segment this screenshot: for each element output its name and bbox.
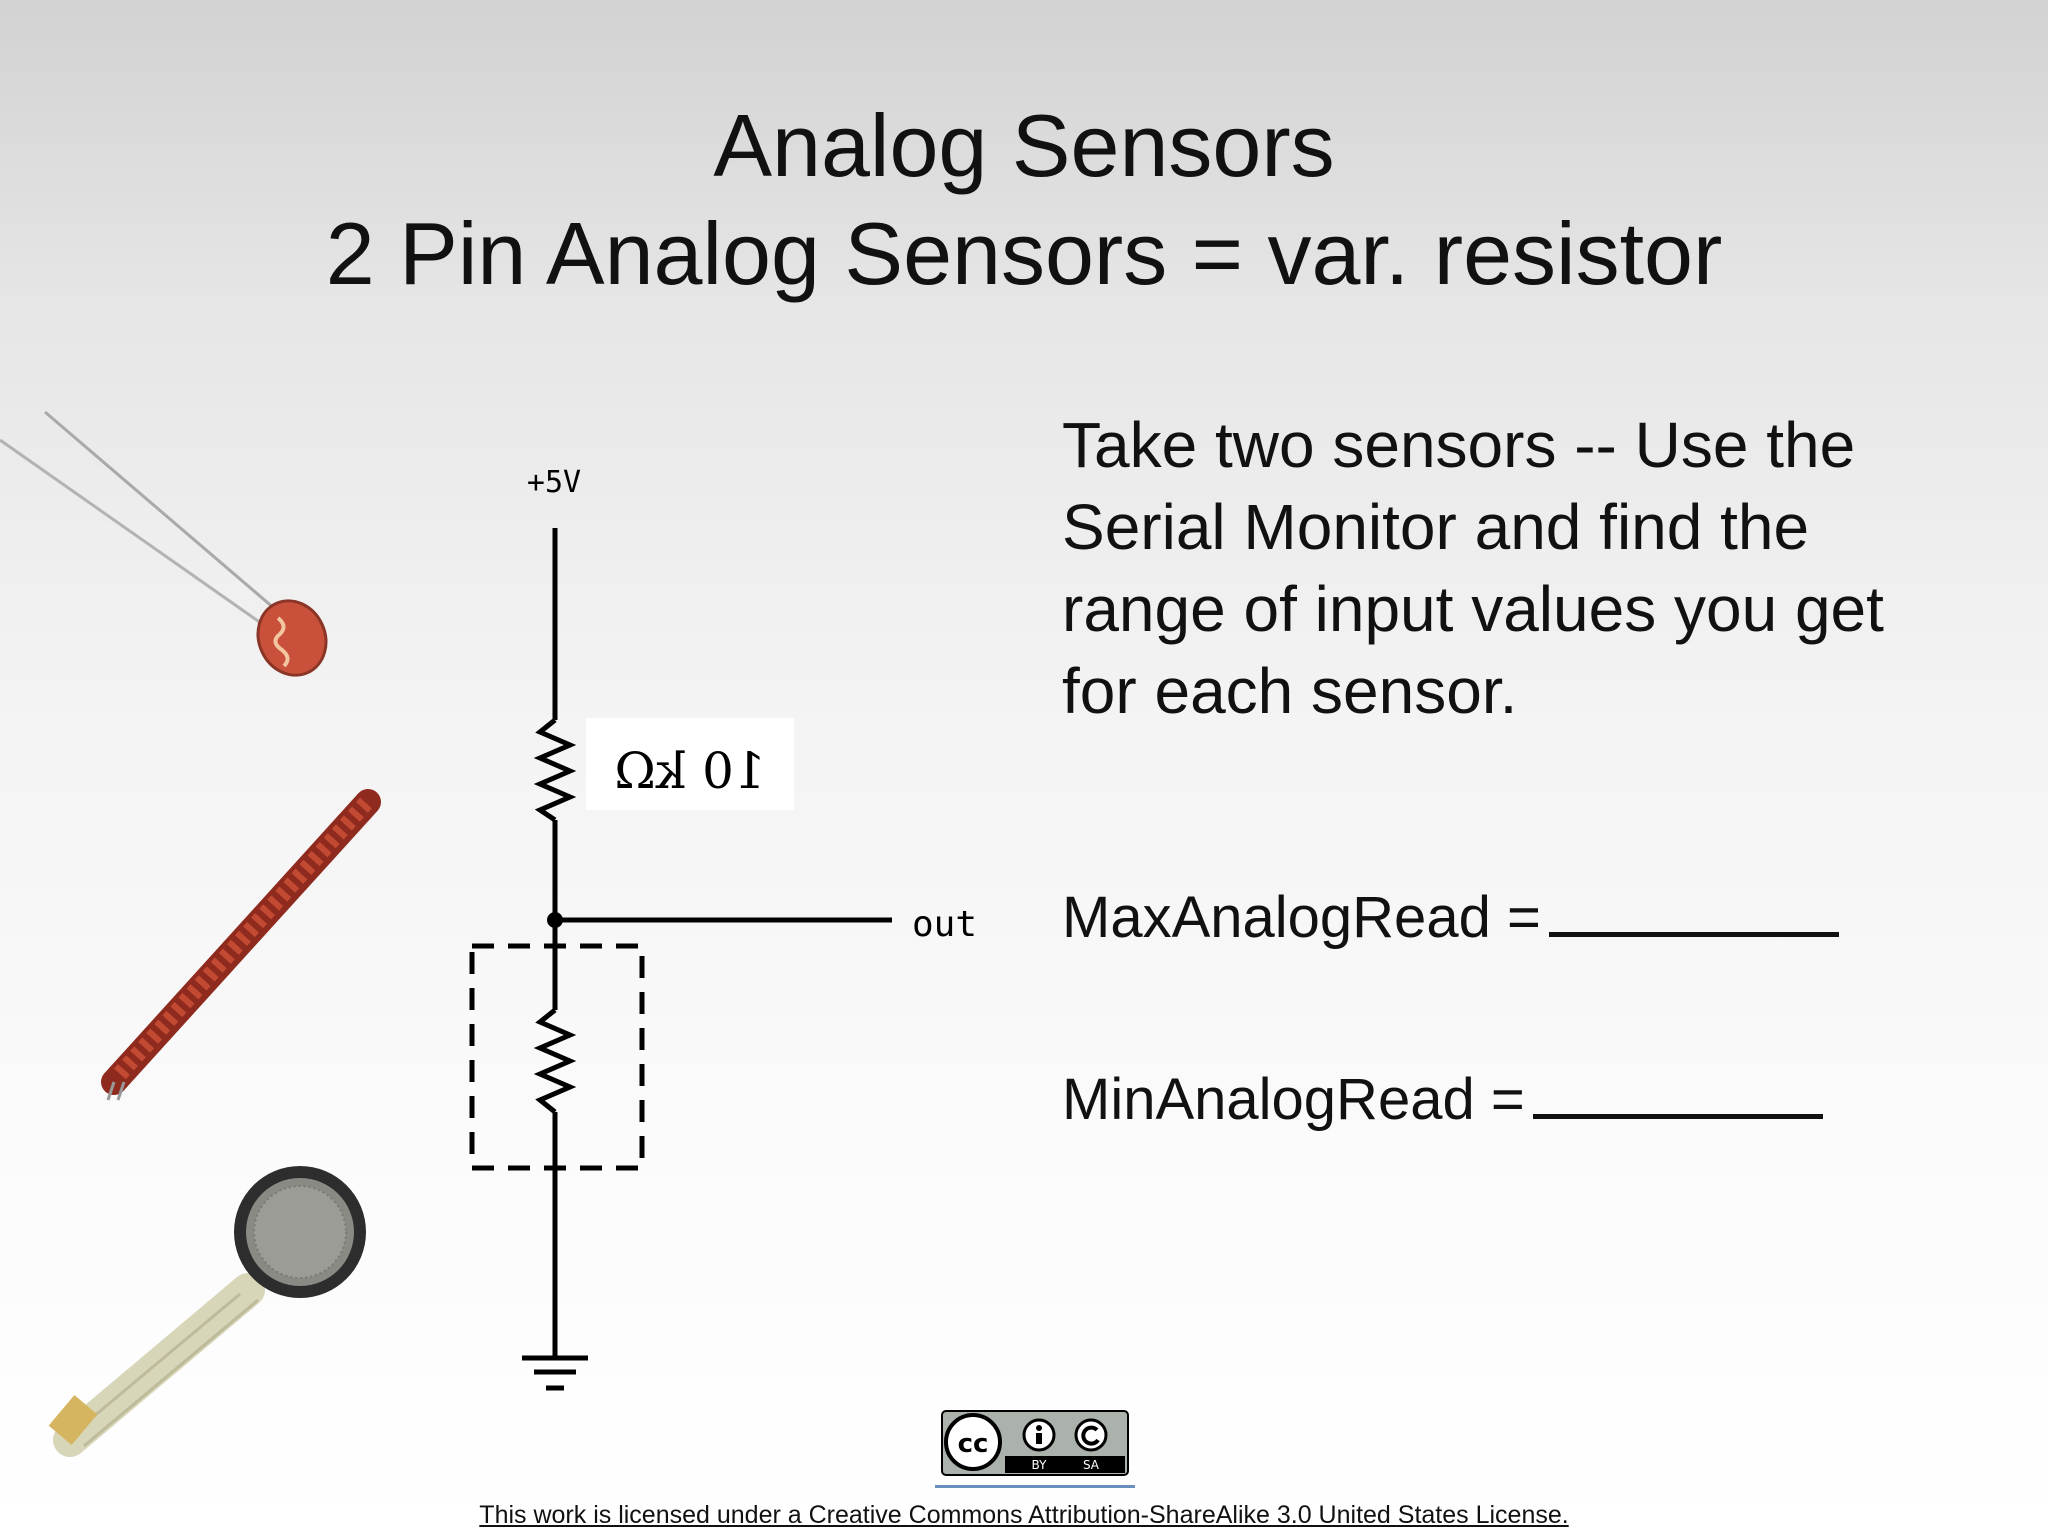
license-link[interactable]: This work is licensed under a Creative C…: [479, 1501, 1569, 1529]
cc-link-underline: [935, 1485, 1135, 1488]
circuit-diagram: +5V 10 kΩ out: [0, 410, 977, 1457]
junction-dot: [547, 912, 563, 928]
supply-label: +5V: [527, 465, 581, 500]
max-read-label: MaxAnalogRead =: [1062, 885, 1541, 950]
flex-sensor-image: [101, 789, 381, 1101]
output-label: out: [912, 904, 977, 945]
slide-title: Analog Sensors 2 Pin Analog Sensors = va…: [0, 92, 2048, 308]
title-line-1: Analog Sensors: [713, 96, 1335, 195]
max-read-line: MaxAnalogRead =: [1062, 876, 1839, 951]
fsr-image: [48, 1166, 366, 1457]
min-read-label: MinAnalogRead =: [1062, 1067, 1525, 1132]
photoresistor-image: [0, 410, 328, 677]
max-read-blank: [1548, 876, 1839, 937]
resistor-label: 10 kΩ: [614, 742, 765, 800]
svg-text:cc: cc: [958, 1429, 989, 1459]
voltage-divider-schematic: [469, 528, 892, 1391]
min-read-line: MinAnalogRead =: [1062, 1058, 1823, 1133]
cc-by-sa-badge[interactable]: cc BY SA: [941, 1410, 1129, 1476]
svg-text:SA: SA: [1083, 1458, 1100, 1472]
cc-icon: [944, 1413, 1002, 1471]
svg-text:BY: BY: [1032, 1458, 1048, 1472]
instructions-text: Take two sensors -- Use the Serial Monit…: [1062, 409, 1884, 727]
resistor-label-box: [586, 718, 794, 810]
title-line-2: 2 Pin Analog Sensors = var. resistor: [325, 204, 1723, 303]
min-read-blank: [1532, 1058, 1823, 1119]
